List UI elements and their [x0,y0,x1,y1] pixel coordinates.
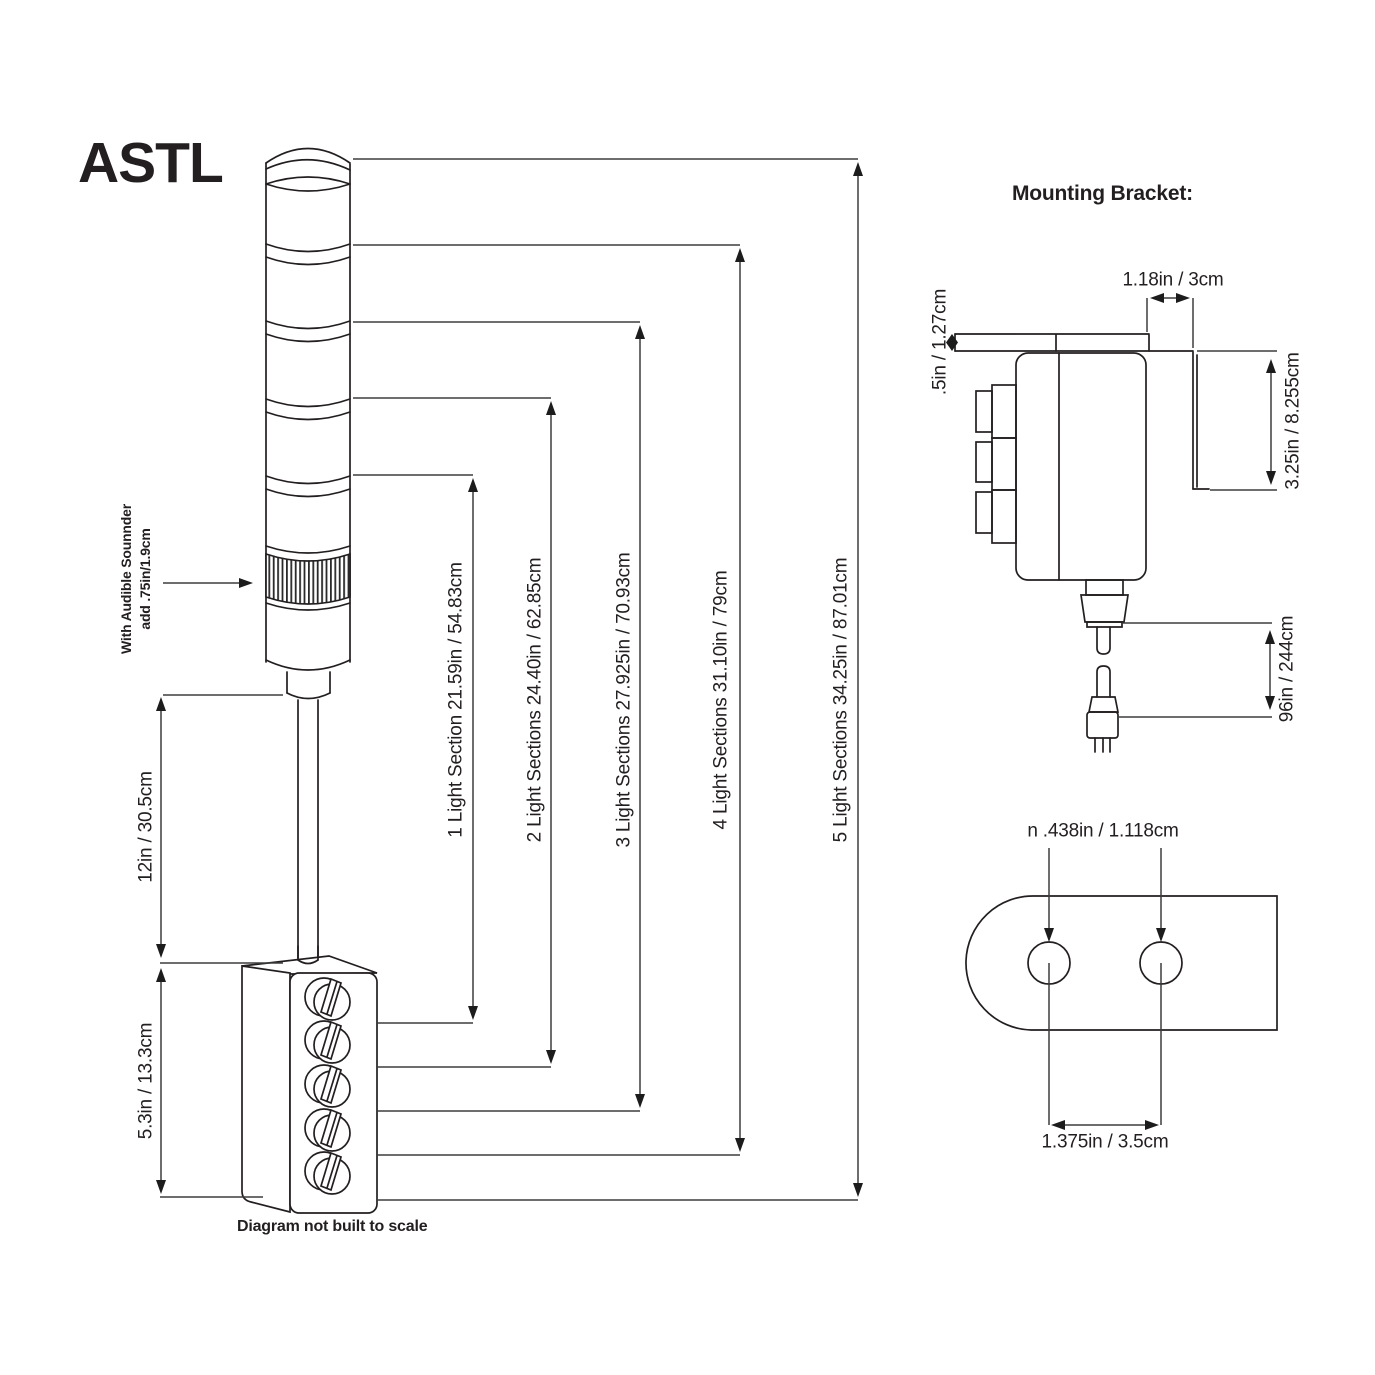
mounting-bracket-drawing [954,333,1210,753]
dim-label-flange-thickness: .5in / 1.27cm [929,288,951,396]
dim-label-3-light-sections: 3 Light Sections 27.925in / 70.93cm [613,552,635,848]
dim-label-1-light-section: 1 Light Section 21.59in / 54.83cm [445,562,467,838]
plate-dimension-lines [1048,848,1162,1126]
knob-2 [304,1020,351,1064]
dim-label-flange-width: 1.18in / 3cm [1122,269,1224,291]
dim-label-4-light-sections: 4 Light Sections 31.10in / 79cm [710,570,732,830]
knob-1 [304,977,351,1021]
sounder-band [265,552,351,605]
mounting-bracket-heading: Mounting Bracket: [1012,182,1193,205]
flange-thickness-marker [946,334,958,351]
dim-label-base-height: 5.3in / 13.3cm [135,1022,157,1140]
sounder-note-line2: add .75in/1.9cm [137,528,153,630]
sounder-note: With Audible Sounnder add .75in/1.9cm [117,504,155,654]
dim-label-bracket-drop: 3.25in / 8.255cm [1282,352,1304,490]
dim-label-hole-spacing: 1.375in / 3.5cm [1041,1131,1169,1153]
tower-dimension-arrowheads [156,162,863,1197]
dim-label-2-light-sections: 2 Light Sections 24.40in / 62.85cm [524,557,546,843]
dim-label-hole-diameter: n .438in / 1.118cm [1027,820,1179,842]
sounder-note-line1: With Audible Sounnder [118,504,135,654]
tower-dimension-lines [160,158,859,1201]
dim-label-pole-height: 12in / 30.5cm [135,771,157,883]
bracket-plate-drawing [965,895,1278,1031]
signal-tower-drawing [241,147,378,1214]
bracket-dimension-arrowheads [946,293,1276,710]
knob-4 [304,1108,351,1152]
plate-dimension-arrowheads [1044,928,1166,1130]
scale-footnote: Diagram not built to scale [237,1218,428,1235]
dim-label-cable-length: 96in / 244cm [1276,615,1298,723]
dim-label-5-light-sections: 5 Light Sections 34.25in / 87.01cm [830,557,852,843]
base-box-side-face [241,965,291,1214]
bracket-dimension-lines [1118,297,1277,718]
knob-3 [304,1064,351,1108]
knob-5 [304,1151,351,1195]
page-title: ASTL [78,131,224,195]
